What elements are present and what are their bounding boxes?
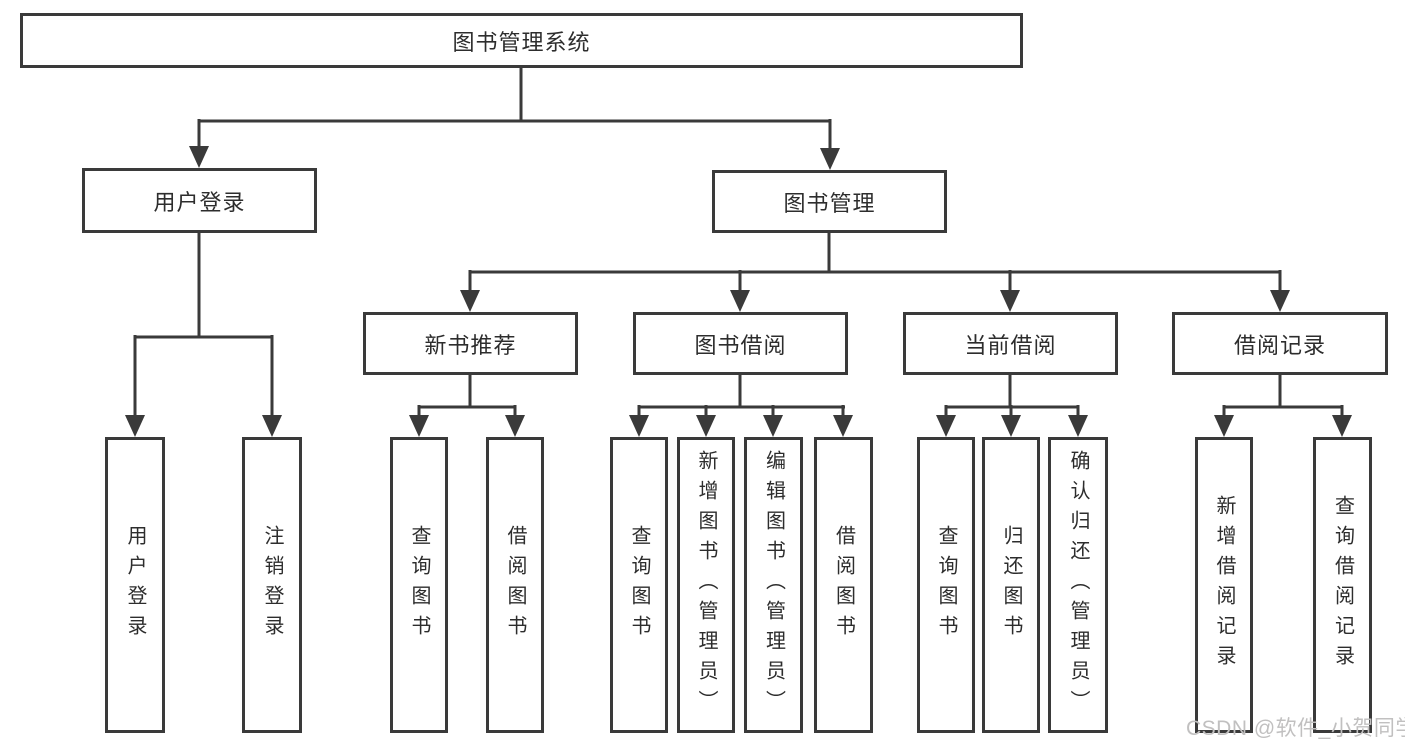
leaf-borrow-add-books-admin: 新增图书（管理员） [677,437,735,733]
node-new-book-recommendation: 新书推荐 [363,312,578,375]
leaf-records-query-borrow-record: 查询借阅记录 [1313,437,1372,733]
node-book-management: 图书管理 [712,170,947,233]
leaf-borrow-query-books: 查询图书 [610,437,668,733]
leaf-borrow-edit-books-admin: 编辑图书（管理员） [744,437,803,733]
leaf-logout: 注销登录 [242,437,302,733]
leaf-current-confirm-return-admin: 确认归还（管理员） [1048,437,1108,733]
node-current-borrowing: 当前借阅 [903,312,1118,375]
leaf-records-add-borrow-record: 新增借阅记录 [1195,437,1253,733]
node-user-login: 用户登录 [82,168,317,233]
node-borrowing-records: 借阅记录 [1172,312,1388,375]
leaf-recommend-query-books: 查询图书 [390,437,448,733]
node-book-borrowing: 图书借阅 [633,312,848,375]
node-root: 图书管理系统 [20,13,1023,68]
leaf-current-query-books: 查询图书 [917,437,975,733]
watermark: CSDN @软件_小贺同学 [1186,717,1405,740]
leaf-borrow-borrow-books: 借阅图书 [814,437,873,733]
leaf-recommend-borrow-books: 借阅图书 [486,437,544,733]
leaf-current-return-books: 归还图书 [982,437,1040,733]
leaf-user-login: 用户登录 [105,437,165,733]
